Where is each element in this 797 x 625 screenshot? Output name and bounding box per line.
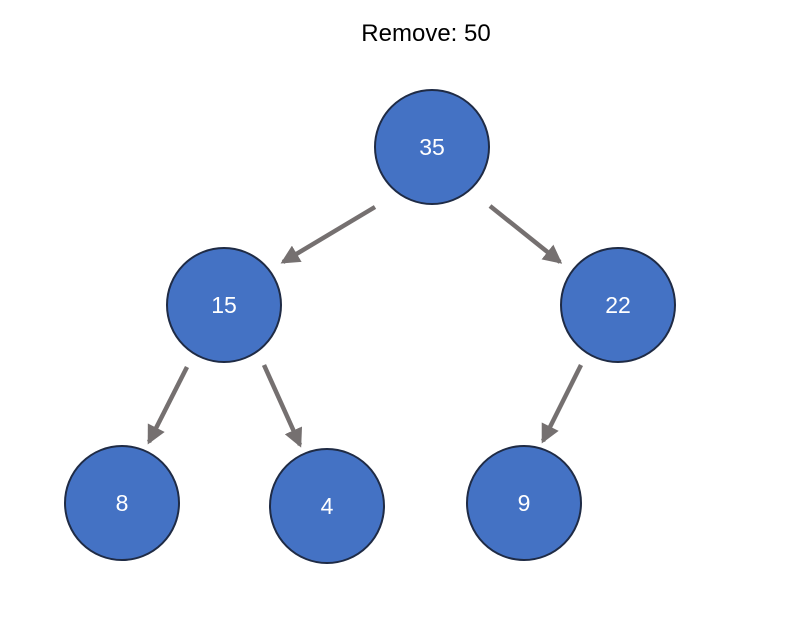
node-circle — [269, 448, 385, 564]
node-circle — [64, 445, 180, 561]
tree-node-22: 22 — [560, 247, 676, 363]
tree-node-8: 8 — [64, 445, 180, 561]
node-circle — [560, 247, 676, 363]
node-label: 22 — [605, 292, 631, 318]
edge-layer — [146, 204, 584, 448]
node-circle — [466, 445, 582, 561]
tree-node-15: 15 — [166, 247, 282, 363]
tree-node-4: 4 — [269, 448, 385, 564]
tree-node-9: 9 — [466, 445, 582, 561]
node-label: 8 — [116, 490, 129, 516]
node-layer: 35 15 22 8 4 9 — [64, 89, 676, 564]
node-label: 35 — [419, 134, 445, 160]
diagram-title: Remove: 50 — [361, 20, 490, 47]
edge-n35-n22 — [488, 204, 563, 264]
edge-n15-n8 — [146, 365, 190, 445]
node-label: 15 — [211, 292, 237, 318]
node-circle — [374, 89, 490, 205]
edge-n22-n9 — [540, 363, 584, 444]
node-label: 4 — [321, 493, 334, 519]
edge-n15-n4 — [261, 364, 303, 448]
tree-node-35: 35 — [374, 89, 490, 205]
node-label: 9 — [518, 490, 531, 516]
edge-n35-n15 — [280, 205, 377, 264]
node-circle — [166, 247, 282, 363]
